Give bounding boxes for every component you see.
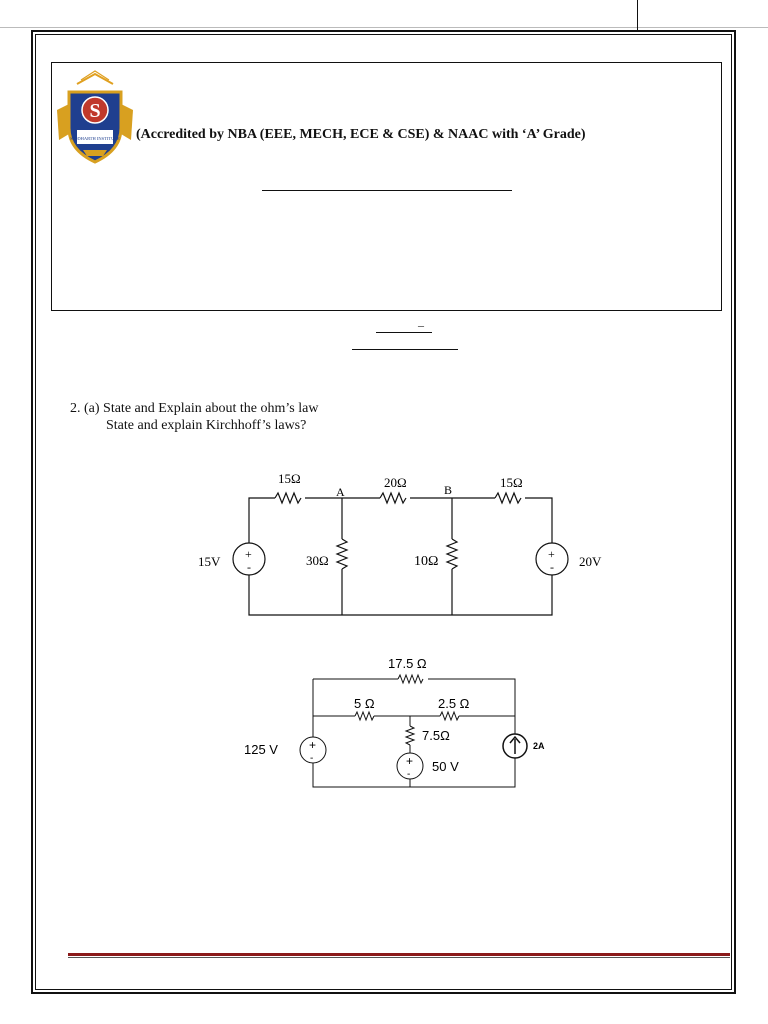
voltage-source-20v — [535, 542, 569, 576]
label-v2: 20V — [579, 554, 602, 569]
header-box — [51, 62, 722, 311]
source1-plus: + — [245, 547, 252, 561]
label-r5: 10Ω — [414, 554, 438, 569]
accreditation-text: (Accredited by NBA (EEE, MECH, ECE & CSE… — [136, 127, 586, 142]
resistor-17-5 — [397, 673, 424, 685]
source125-plus: + — [309, 738, 316, 752]
title-underline — [352, 349, 458, 350]
resistor-5 — [354, 710, 375, 722]
question-line-1: 2. (a) State and Explain about the ohm’s… — [70, 401, 319, 416]
label-r-left: 5 Ω — [354, 696, 375, 711]
label-v1: 15V — [198, 554, 221, 569]
footer-red-rule — [68, 953, 730, 956]
label-i-src: 2A — [533, 741, 545, 751]
circuit-diagram-1: 15Ω A 20Ω B 15Ω 30Ω 10Ω 15V 20V + - + - — [198, 471, 602, 616]
label-node-a: A — [336, 485, 345, 499]
header-underline — [262, 190, 512, 191]
title-underline-short — [376, 332, 432, 333]
voltage-source-125v — [299, 736, 327, 764]
label-r-mid: 7.5Ω — [422, 728, 450, 743]
resistor-20 — [379, 491, 407, 505]
college-logo: S SIDDHARTH INSTITUTE — [57, 70, 133, 164]
source50-minus: - — [407, 769, 410, 780]
label-v-left: 125 V — [244, 742, 278, 757]
wire-bottom — [248, 575, 553, 616]
source50-plus: + — [406, 754, 413, 768]
page-tick-mark — [637, 0, 638, 30]
logo-ribbon — [83, 150, 107, 156]
label-node-b: B — [444, 483, 452, 497]
label-v-mid: 50 V — [432, 759, 459, 774]
resistor-15-right — [494, 491, 522, 505]
logo-letter: S — [89, 100, 100, 122]
current-arrowhead-icon — [509, 735, 521, 744]
label-r2: 20Ω — [384, 475, 407, 490]
label-r3: 15Ω — [500, 475, 523, 490]
label-r4: 30Ω — [306, 553, 329, 568]
resistor-15-left — [274, 491, 302, 505]
circuit-diagram-2: 17.5 Ω 5 Ω 2.5 Ω 7.5Ω 125 V 50 V 2A + - … — [244, 656, 545, 788]
logo-emblem — [81, 96, 109, 124]
logo-right-wing — [121, 104, 133, 140]
logo-sun-rays — [76, 70, 114, 85]
resistor-7-5 — [404, 725, 416, 746]
label-r1: 15Ω — [278, 471, 301, 486]
logo-left-wing — [57, 104, 69, 140]
question-line-2: State and explain Kirchhoff’s laws? — [106, 418, 307, 433]
resistor-30 — [335, 538, 349, 570]
label-r-right: 2.5 Ω — [438, 696, 470, 711]
title-dash: – — [418, 318, 424, 332]
source1-minus: - — [247, 560, 251, 574]
wire-loop — [312, 678, 516, 788]
page-outer-border — [31, 30, 736, 994]
source2-plus: + — [548, 547, 555, 561]
source2-minus: - — [550, 560, 554, 574]
page-top-edge — [0, 27, 768, 28]
logo-banner-text: SIDDHARTH INSTITUTE — [70, 136, 120, 141]
resistor-2-5 — [439, 710, 460, 722]
page-inner-border — [35, 34, 732, 990]
footer-rule-shadow — [68, 957, 730, 958]
wire — [248, 497, 275, 501]
resistor-10 — [445, 538, 459, 570]
source125-minus: - — [310, 753, 313, 764]
label-r-top: 17.5 Ω — [388, 656, 427, 671]
wire — [525, 497, 553, 543]
logo-banner — [77, 130, 113, 144]
